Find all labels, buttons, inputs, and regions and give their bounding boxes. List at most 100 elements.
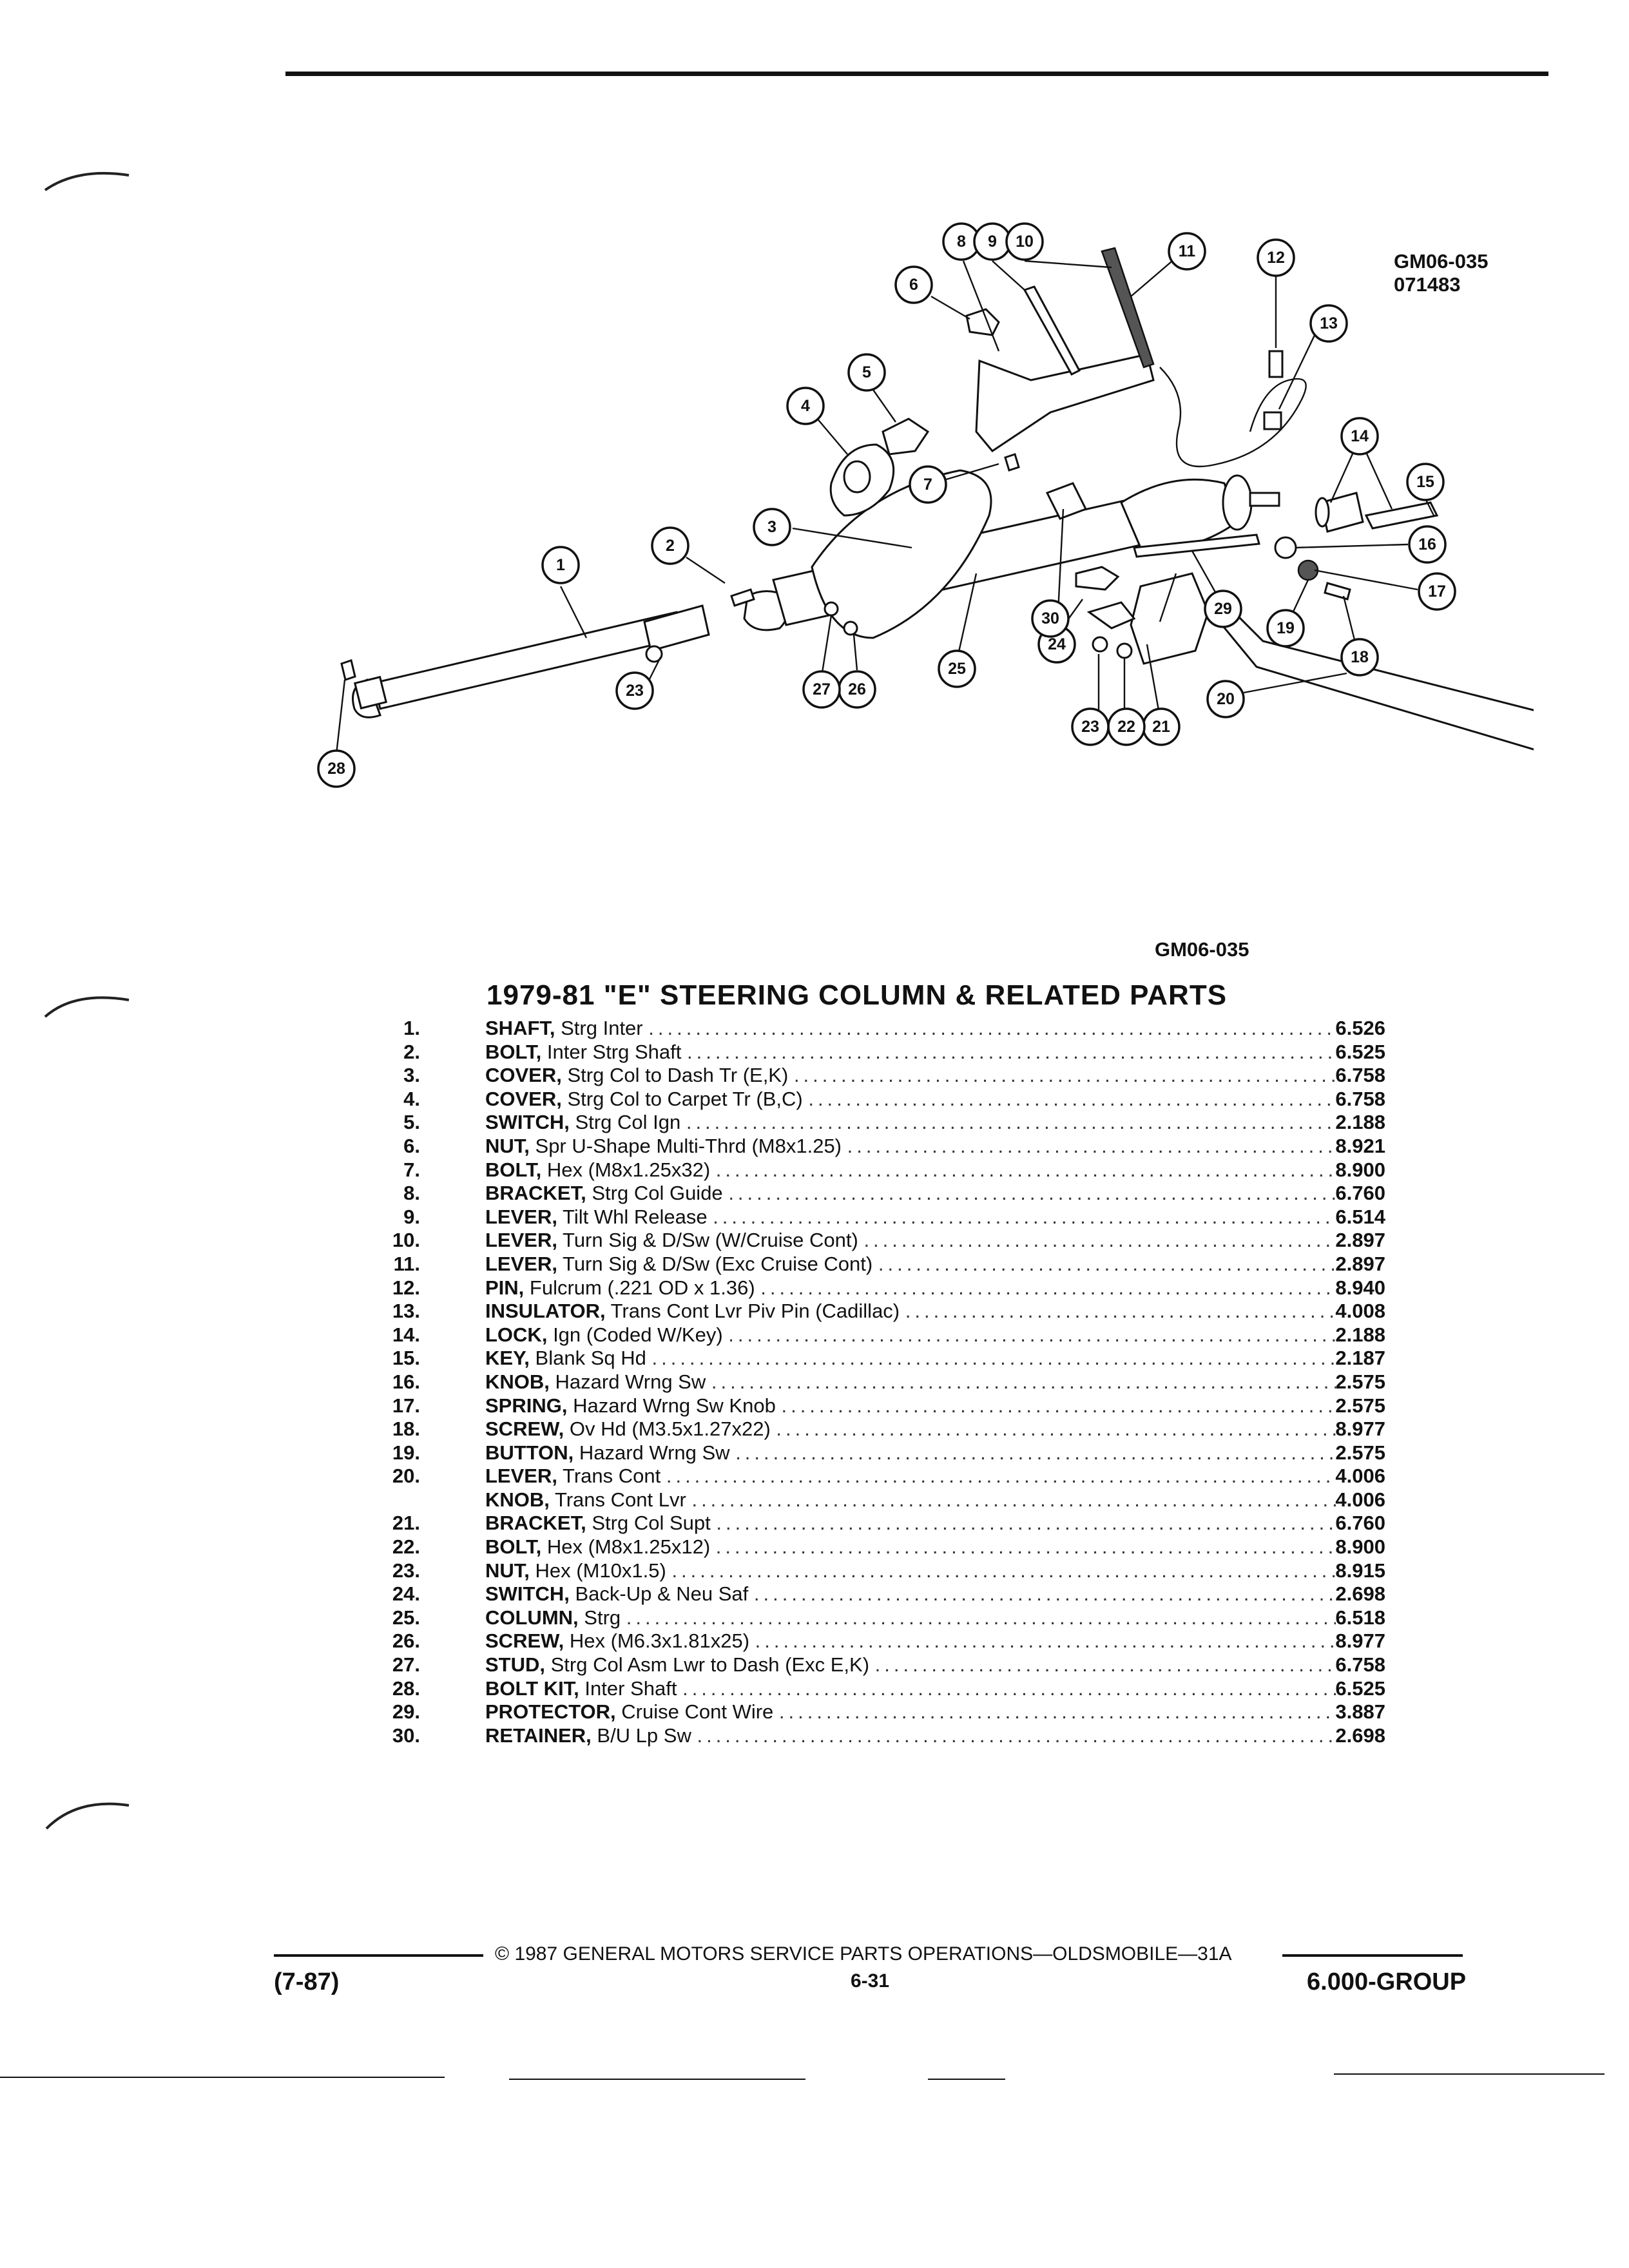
callout-6: 6 [894,265,933,304]
part-number: 19. [392,1441,420,1464]
part-detail: Inter Shaft [584,1677,677,1700]
part-detail: Turn Sig & D/Sw (W/Cruise Cont) [563,1229,858,1252]
part-detail: Strg Col Asm Lwr to Dash (Exc E,K) [550,1653,870,1677]
part-name: NUT, [485,1559,530,1582]
part-description: LEVER, Trans Cont ......................… [485,1465,1336,1488]
group-code: 6.526 [1335,1017,1385,1039]
part-number: 27. [392,1653,420,1677]
callout-18: 18 [1340,638,1379,677]
part-number: 6. [403,1134,420,1157]
leader-dots: ........................................… [728,1323,1336,1346]
svg-text:18: 18 [1351,648,1369,666]
callout-13: 13 [1309,304,1348,343]
part-description: SWITCH, Strg Col Ign ...................… [485,1111,1336,1135]
group-code: 2.575 [1335,1370,1385,1393]
part-name: SCREW, [485,1418,564,1441]
group-code: 2.575 [1335,1441,1385,1464]
part-number: 7. [403,1158,420,1181]
part-description: LEVER, Turn Sig & D/Sw (W/Cruise Cont) .… [485,1229,1336,1253]
svg-text:9: 9 [988,233,997,251]
callout-28: 28 [317,749,356,788]
group-code: 2.575 [1335,1394,1385,1417]
hazard-screw-illustration [1324,582,1351,601]
part-name: LEVER, [485,1252,557,1275]
callout-15: 15 [1406,463,1445,501]
group-code: 8.900 [1335,1535,1385,1559]
part-detail: Turn Sig & D/Sw (Exc Cruise Cont) [563,1252,873,1275]
svg-text:17: 17 [1428,582,1446,601]
part-detail: Hex (M6.3x1.81x25) [569,1629,750,1653]
part-name: BOLT, [485,1535,542,1559]
part-description: LEVER, Tilt Whl Release ................… [485,1206,1336,1229]
svg-text:6: 6 [909,276,918,294]
part-description: BUTTON, Hazard Wrng Sw .................… [485,1441,1336,1465]
svg-text:25: 25 [948,660,966,678]
part-number: 10. [392,1229,420,1252]
part-detail: Fulcrum (.221 OD x 1.36) [529,1276,755,1299]
part-name: PIN, [485,1276,525,1299]
parts-row: 24.SWITCH, Back-Up & Neu Saf ...........… [367,1582,1385,1606]
part-detail: B/U Lp Sw [597,1724,691,1747]
group-code: 4.006 [1335,1465,1385,1488]
svg-text:13: 13 [1320,314,1338,332]
leader-dots: ........................................… [793,1064,1336,1087]
part-name: LEVER, [485,1229,557,1252]
part-name: COVER, [485,1087,562,1110]
scan-line-mid2 [928,2079,1005,2080]
callout-1: 1 [541,546,580,584]
part-name: RETAINER, [485,1724,592,1747]
parts-row: 25.COLUMN, Strg ........................… [367,1606,1385,1630]
part-description: KEY, Blank Sq Hd .......................… [485,1347,1336,1370]
svg-text:15: 15 [1416,473,1434,491]
insulator-illustration [1263,411,1282,430]
parts-row: 15.KEY, Blank Sq Hd ....................… [367,1347,1385,1370]
svg-text:23: 23 [626,682,644,700]
scan-line-right [1334,2073,1605,2075]
svg-text:2: 2 [666,537,675,555]
callout-16: 16 [1408,525,1447,564]
part-description: BOLT, Inter Strg Shaft .................… [485,1041,1336,1064]
part-name: KEY, [485,1347,530,1370]
group-code: 2.698 [1335,1582,1385,1606]
parts-row: 14.LOCK, Ign (Coded W/Key) .............… [367,1323,1385,1347]
part-number: 24. [392,1582,420,1606]
tilt-lever-illustration [1023,285,1081,376]
part-description: BOLT, Hex (M8x1.25x32) .................… [485,1158,1336,1182]
part-number: 4. [403,1087,420,1110]
part-name: SCREW, [485,1629,564,1653]
footer-date: (7-87) [274,1968,340,1995]
part-name: NUT, [485,1134,530,1157]
part-description: COVER, Strg Col to Carpet Tr (B,C) .....… [485,1088,1336,1111]
part-name: COVER, [485,1064,562,1087]
part-description: BRACKET, Strg Col Guide ................… [485,1182,1336,1206]
group-code: 2.187 [1335,1347,1385,1370]
parts-row: 19. BUTTON, Hazard Wrng Sw ..............… [367,1441,1385,1465]
leader-dots: ........................................… [697,1724,1336,1747]
part-number: 25. [392,1606,420,1629]
parts-row: 16.KNOB, Hazard Wrng Sw ................… [367,1370,1385,1394]
part-description: BOLT KIT, Inter Shaft ..................… [485,1677,1336,1701]
leader-dots: ........................................… [666,1465,1336,1488]
group-code: 6.514 [1335,1205,1385,1228]
svg-text:20: 20 [1217,690,1235,708]
page-title: 1979-81 "E" STEERING COLUMN & RELATED PA… [487,979,1228,1011]
parts-row: 18.SCREW, Ov Hd (M3.5x1.27x22) .........… [367,1418,1385,1441]
part-name: STUD, [485,1653,545,1677]
callout-4: 4 [786,387,825,425]
group-code: 6.758 [1335,1064,1385,1087]
parts-list: 1.SHAFT, Strg Inter ....................… [367,1017,1385,1747]
part-description: COVER, Strg Col to Dash Tr (E,K) .......… [485,1064,1336,1088]
leader-dots: ........................................… [691,1488,1336,1511]
svg-text:27: 27 [813,680,831,698]
svg-text:19: 19 [1277,619,1295,637]
group-code: 4.008 [1335,1300,1385,1323]
parts-row: 27. STUD, Strg Col Asm Lwr to Dash (Exc E… [367,1653,1385,1677]
part-detail: Hazard Wrng Sw [579,1441,730,1464]
group-code: 6.760 [1335,1182,1385,1205]
parts-row: 8.BRACKET, Strg Col Guide ..............… [367,1182,1385,1206]
part-detail: Strg Inter [561,1017,643,1039]
group-code: 6.758 [1335,1653,1385,1677]
intermediate-shaft-illustration [352,590,789,718]
part-number: 9. [403,1205,420,1228]
footer-rule-right [1282,1954,1463,1957]
